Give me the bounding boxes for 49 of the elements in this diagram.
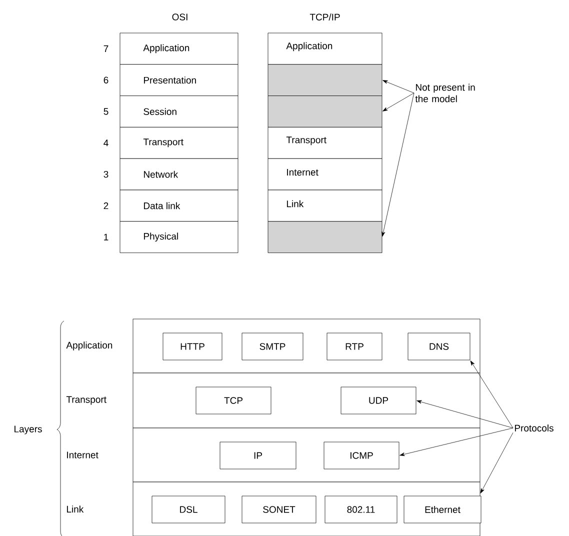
arrow <box>382 92 414 112</box>
layer-cell: Network <box>120 158 238 190</box>
column-heading: OSI <box>172 14 188 20</box>
arrow <box>470 360 514 428</box>
layer-label: Link <box>67 506 84 512</box>
arrow <box>416 400 514 428</box>
layer-label: Transport <box>66 396 106 405</box>
protocol-box: RTP <box>326 332 382 360</box>
empty-layer-cell <box>268 64 382 96</box>
layer-number: 7 <box>104 45 108 52</box>
arrow <box>382 80 414 94</box>
protocol-box: IP <box>220 442 296 470</box>
layer-cell: Internet <box>268 158 382 190</box>
layer-cell: Physical <box>120 221 238 253</box>
arrow <box>480 432 514 494</box>
layer-label: Internet <box>67 452 98 458</box>
protocol-box: DNS <box>408 332 470 360</box>
arrow <box>382 92 414 237</box>
protocol-box: HTTP <box>162 332 222 360</box>
layer-number: 3 <box>104 170 108 178</box>
protocol-box: SMTP <box>242 332 304 360</box>
layer-cell: Application <box>268 32 382 65</box>
callout-text: Protocols <box>515 424 554 432</box>
layer-cell: Transport <box>120 127 238 159</box>
protocol-box: Ethernet <box>404 496 482 524</box>
protocol-box: ICMP <box>324 442 400 470</box>
protocol-box: TCP <box>196 386 272 414</box>
layer-cell: Link <box>268 190 382 222</box>
layer-cell: Application <box>120 32 238 65</box>
layer-cell: Data link <box>120 190 238 222</box>
protocol-box: SONET <box>242 496 316 524</box>
layer-number: 1 <box>104 234 108 240</box>
layer-label: Application <box>66 342 112 350</box>
empty-layer-cell <box>268 96 382 128</box>
layer-number: 5 <box>104 108 108 115</box>
layer-cell: Session <box>120 96 238 128</box>
arrow <box>400 428 514 456</box>
protocol-box: DSL <box>152 496 226 524</box>
layer-number: 2 <box>104 202 108 210</box>
side-label: Layers <box>14 426 42 434</box>
layer-number: 4 <box>104 140 108 146</box>
protocol-box: UDP <box>340 386 416 414</box>
empty-layer-cell <box>268 221 382 253</box>
protocol-box: 802.11 <box>324 496 398 524</box>
layer-cell: Transport <box>268 127 382 159</box>
note-text: Not present in the model <box>415 84 475 102</box>
layer-cell: Presentation <box>120 64 238 96</box>
column-heading: TCP/IP <box>310 14 340 20</box>
layer-number: 6 <box>104 76 108 84</box>
